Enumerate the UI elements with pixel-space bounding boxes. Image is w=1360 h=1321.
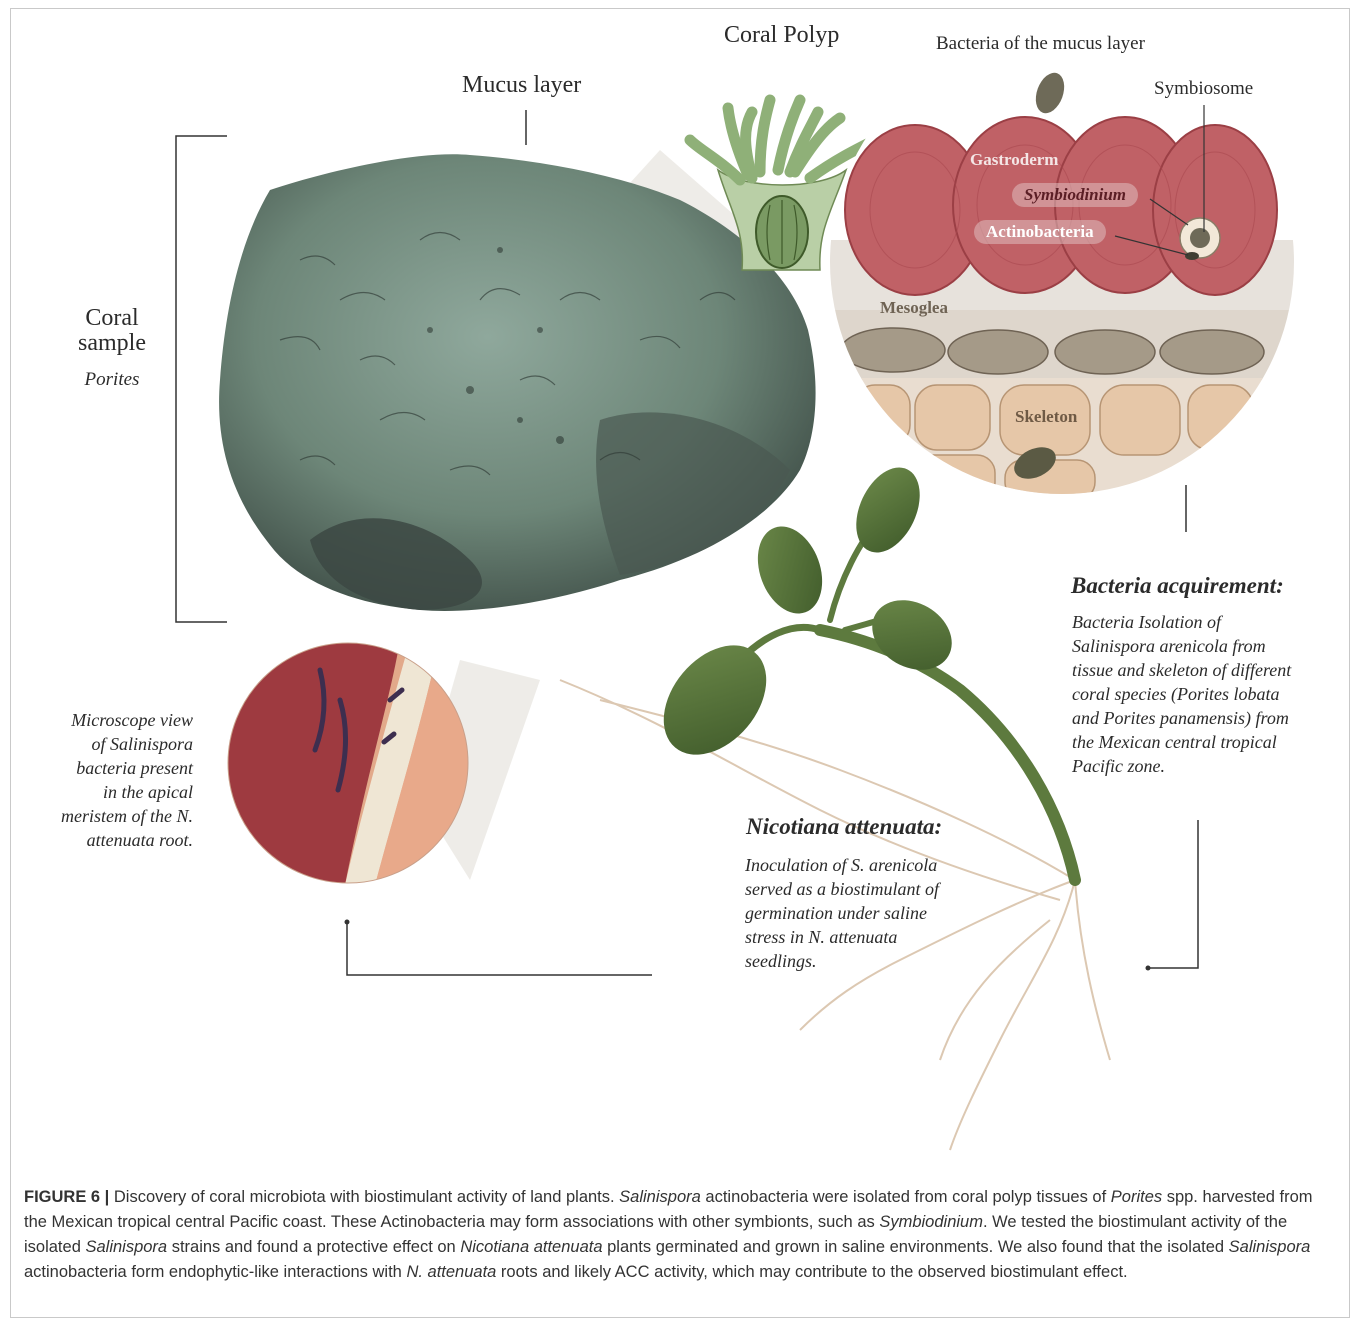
symbiosome-label: Symbiosome — [1154, 78, 1253, 100]
nicotiana-line: stress in N. attenuata — [745, 925, 939, 949]
microscope-line: meristem of the N. — [20, 804, 193, 828]
symbiodinium-label: Symbiodinium — [1012, 183, 1138, 207]
figure-caption: FIGURE 6 | Discovery of coral microbiota… — [10, 1185, 1330, 1285]
microscope-bracket — [347, 922, 652, 975]
microscope-line: bacteria present — [20, 756, 193, 780]
caption-text: actinobacteria were isolated from coral … — [701, 1188, 1111, 1206]
microscope-line: Microscope view — [20, 708, 193, 732]
microscope-line: attenuata root. — [20, 828, 193, 852]
coral-polyp-label: Coral Polyp — [724, 22, 839, 49]
mesoglea-label: Mesoglea — [880, 298, 948, 318]
nicotiana-line: germination under saline — [745, 901, 939, 925]
mucus-layer-label: Mucus layer — [462, 72, 581, 99]
caption-text: plants germinated and grown in saline en… — [603, 1238, 1229, 1256]
caption-italic: Porites — [1111, 1188, 1162, 1206]
skeleton-label: Skeleton — [1015, 407, 1077, 427]
microscope-view — [220, 640, 480, 890]
caption-text: Discovery of coral microbiota with biost… — [109, 1188, 619, 1206]
coral-sample-line2: sample — [60, 331, 164, 356]
actinobacteria-label: Actinobacteria — [974, 220, 1106, 244]
coral-sample-label: Coral sample — [60, 306, 164, 356]
acquirement-line: tissue and skeleton of different — [1072, 658, 1291, 682]
caption-text: strains and found a protective effect on — [167, 1238, 460, 1256]
bacteria-acquirement-text: Bacteria Isolation of Salinispora arenic… — [1072, 610, 1291, 778]
porites-label: Porites — [60, 369, 164, 391]
caption-label: FIGURE 6 | — [24, 1188, 109, 1206]
microscope-caption: Microscope view of Salinispora bacteria … — [20, 708, 193, 852]
acquirement-line: Bacteria Isolation of — [1072, 610, 1291, 634]
acquirement-line: Salinispora arenicola from — [1072, 634, 1291, 658]
gastroderm-label: Gastroderm — [970, 150, 1058, 170]
acquirement-line: and Porites panamensis) from — [1072, 706, 1291, 730]
caption-italic: Salinispora — [85, 1238, 167, 1256]
coral-sample-bracket — [176, 136, 227, 622]
caption-italic: Symbiodinium — [879, 1213, 983, 1231]
caption-text: actinobacteria form endophytic-like inte… — [24, 1263, 406, 1281]
mucus-bacteria-label: Bacteria of the mucus layer — [936, 33, 1145, 55]
acquirement-line: the Mexican central tropical — [1072, 730, 1291, 754]
acquirement-line: Pacific zone. — [1072, 754, 1291, 778]
caption-italic: N. attenuata — [406, 1263, 496, 1281]
bacteria-acquirement-heading: Bacteria acquirement: — [1071, 573, 1284, 599]
nicotiana-line: seedlings. — [745, 949, 939, 973]
nicotiana-line: Inoculation of S. arenicola — [745, 853, 939, 877]
caption-italic: Salinispora — [619, 1188, 701, 1206]
nicotiana-line: served as a biostimulant of — [745, 877, 939, 901]
caption-italic: Salinispora — [1229, 1238, 1311, 1256]
nicotiana-text: Inoculation of S. arenicola served as a … — [745, 853, 939, 973]
coral-sample-line1: Coral — [60, 306, 164, 331]
microscope-line: of Salinispora — [20, 732, 193, 756]
microscope-line: in the apical — [20, 780, 193, 804]
acquirement-bracket — [1148, 820, 1198, 968]
acquirement-line: coral species (Porites lobata — [1072, 682, 1291, 706]
nicotiana-heading: Nicotiana attenuata: — [746, 814, 942, 840]
caption-text: roots and likely ACC activity, which may… — [496, 1263, 1127, 1281]
caption-italic: Nicotiana attenuata — [460, 1238, 602, 1256]
